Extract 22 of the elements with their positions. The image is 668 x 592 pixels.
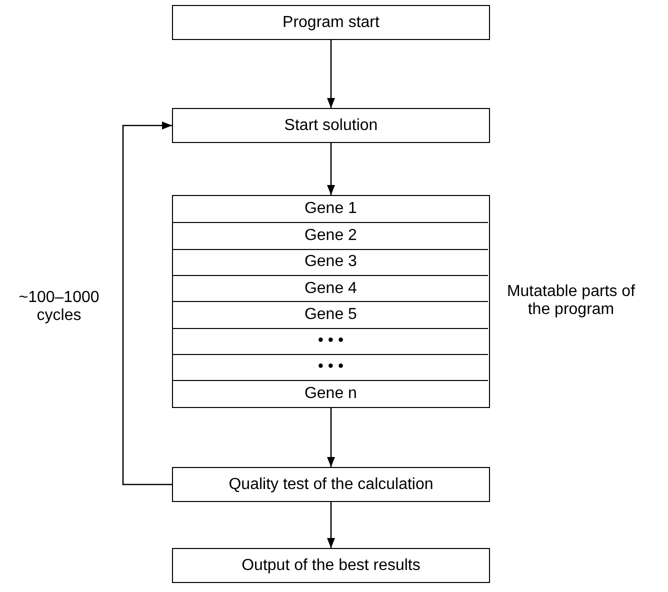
process-box — [172, 467, 490, 502]
arrow — [327, 408, 335, 467]
node-label: Output of the best results — [242, 556, 420, 574]
process-box — [172, 5, 490, 40]
arrow — [327, 143, 335, 195]
node-label: Gene 2 — [304, 226, 357, 245]
gene-stack-box — [172, 195, 490, 408]
node-label: Start solution — [284, 116, 378, 134]
node-label: Gene n — [304, 384, 357, 403]
process-box — [172, 548, 490, 583]
process-box — [172, 108, 490, 143]
node-label: Gene 1 — [304, 200, 357, 218]
node-label: Gene 3 — [304, 253, 357, 272]
node-label: Program start — [282, 14, 380, 32]
arrow — [327, 502, 335, 548]
node-label: • • • — [318, 358, 344, 376]
arrow — [122, 122, 172, 486]
node-label: Gene 5 — [304, 306, 357, 324]
node-label: Gene 4 — [304, 280, 357, 298]
node-label: • • • — [318, 332, 344, 350]
arrow — [327, 40, 335, 108]
node-label: Quality test of the calculation — [228, 476, 434, 494]
